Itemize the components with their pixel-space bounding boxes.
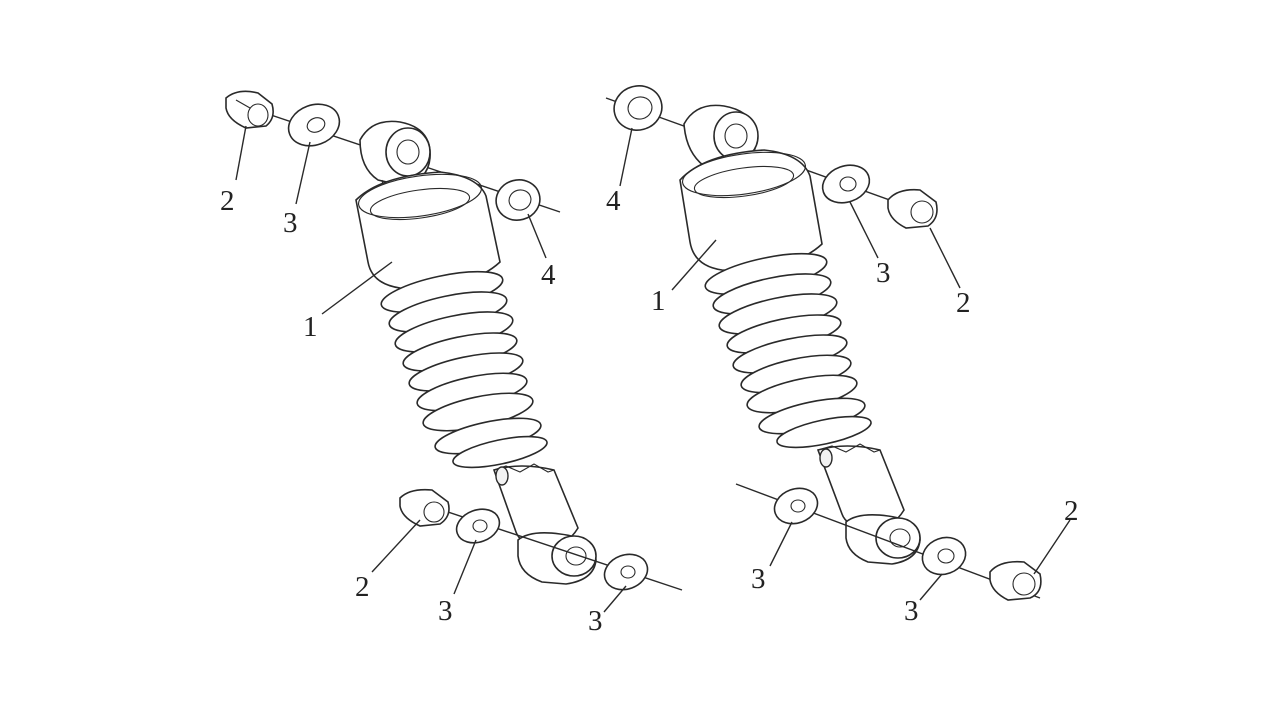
left-bottom-cap-nut [399,488,450,527]
left-assembly: 2 3 4 1 2 3 3 [220,90,683,637]
right-label-washer-bottom-inner: 3 [751,563,766,595]
right-top-cap-nut [887,188,938,229]
right-label-washer-bottom-outer: 3 [904,595,919,627]
left-label-washer-top: 3 [283,207,298,239]
right-bottom-washer-inner [773,487,819,525]
left-label-cap-nut-top: 2 [220,185,235,217]
left-bottom-washer-inner [455,508,501,544]
left-top-cap-nut [225,90,274,129]
right-label-shock: 1 [651,285,666,317]
left-label-cap-nut-bottom: 2 [355,571,370,603]
right-bottom-cap-nut [989,560,1042,601]
left-bottom-washer-outer [603,553,649,591]
right-assembly: 4 3 2 1 3 3 2 [605,85,1079,627]
left-label-washer-bottom-outer: 3 [588,605,603,637]
right-top-spacer [613,85,663,131]
right-label-cap-nut-top: 2 [956,287,971,319]
right-label-spacer-top: 4 [606,185,621,217]
left-label-washer-bottom-inner: 3 [438,595,453,627]
left-label-shock: 1 [303,311,318,343]
left-shock-absorber [355,120,597,585]
left-top-spacer [495,179,541,221]
right-bottom-washer-outer [921,536,967,576]
right-label-cap-nut-bottom: 2 [1064,495,1079,527]
right-label-washer-top: 3 [876,257,891,289]
right-coil-spring [704,252,872,449]
left-label-spacer-top: 4 [541,259,556,291]
left-coil-spring [380,270,548,469]
right-top-washer [821,164,871,204]
left-top-washer [287,103,341,147]
